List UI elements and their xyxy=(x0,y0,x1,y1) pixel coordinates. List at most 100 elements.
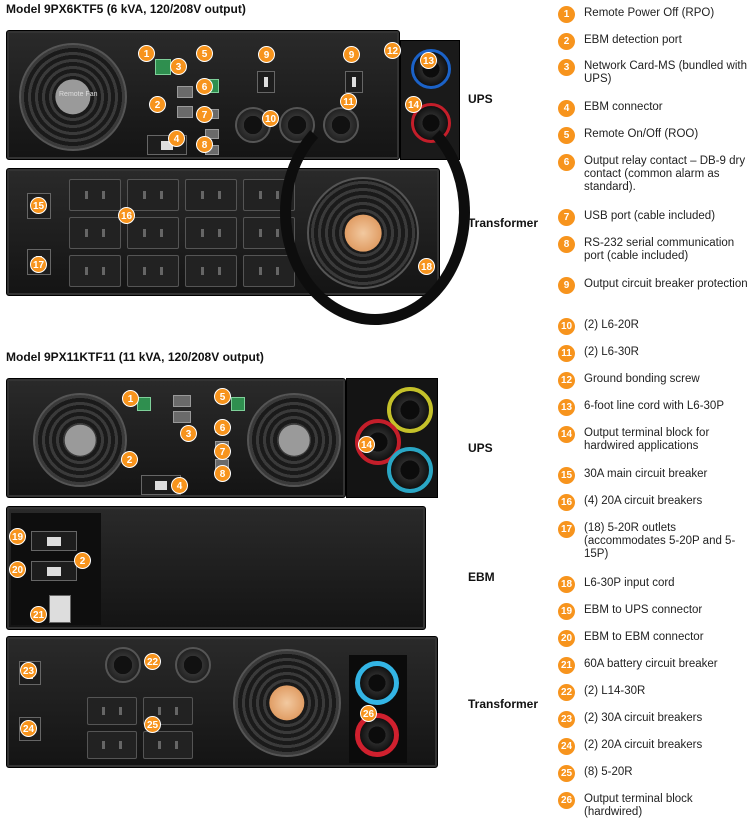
ebm-detection-port[interactable] xyxy=(177,106,193,118)
terminal-gland-blue xyxy=(355,661,399,705)
rpo-terminal[interactable] xyxy=(137,397,151,411)
outlet-5-20r[interactable] xyxy=(69,217,121,249)
legend-text: Ground bonding screw xyxy=(584,373,700,385)
outlet-5-20r[interactable] xyxy=(127,179,179,211)
photo-callout-badge: 26 xyxy=(360,705,377,722)
outlet-5-20r[interactable] xyxy=(243,255,295,287)
legend-text: 30A main circuit breaker xyxy=(584,468,708,480)
callout-number-badge: 10 xyxy=(558,318,575,335)
callout-number-badge: 18 xyxy=(558,576,575,593)
outlet-5-20r[interactable] xyxy=(185,255,237,287)
callout-number-badge: 4 xyxy=(558,100,575,117)
network-card-port[interactable] xyxy=(177,86,193,98)
label-ebm: EBM xyxy=(468,570,495,584)
callout-number-badge: 5 xyxy=(558,127,575,144)
callout-number-badge: 24 xyxy=(558,738,575,755)
network-card-port[interactable] xyxy=(173,395,191,407)
callout-number-badge: 20 xyxy=(558,630,575,647)
outlet-5-20r[interactable] xyxy=(143,731,193,759)
legend-text: EBM to UPS connector xyxy=(584,604,703,616)
legend-text: (8) 5-20R xyxy=(584,766,633,778)
ebm-to-ebm-connector[interactable] xyxy=(31,561,77,581)
ebm-unit xyxy=(6,506,426,630)
photo-callout-badge: 6 xyxy=(196,78,213,95)
photo-callout-badge: 7 xyxy=(196,106,213,123)
network-card-port[interactable] xyxy=(173,411,191,423)
photo-callout-badge: 15 xyxy=(30,197,47,214)
label-ups-top: UPS xyxy=(468,92,493,106)
photo-callout-badge: 11 xyxy=(340,93,357,110)
photo-callout-badge: 14 xyxy=(405,96,422,113)
l14-30r-receptacle[interactable] xyxy=(105,647,141,683)
photo-callout-badge: 2 xyxy=(149,96,166,113)
photo-callout-badge: 22 xyxy=(144,653,161,670)
legend-text: EBM connector xyxy=(584,101,663,113)
photo-callout-badge: 4 xyxy=(168,130,185,147)
legend-text: (18) 5-20R outlets (accommodates 5-20P a… xyxy=(584,522,736,560)
callout-number-badge: 22 xyxy=(558,684,575,701)
legend-text: Remote On/Off (ROO) xyxy=(584,128,699,140)
photo-callout-badge: 25 xyxy=(144,716,161,733)
cooling-fan-icon xyxy=(247,393,341,487)
photo-callout-badge: 9 xyxy=(343,46,360,63)
photo-callout-badge: 3 xyxy=(180,425,197,442)
roo-terminal[interactable] xyxy=(231,397,245,411)
callout-number-badge: 23 xyxy=(558,711,575,728)
label-ups-bottom: UPS xyxy=(468,441,493,455)
line-cord-loop xyxy=(280,100,470,325)
photo-callout-badge: 1 xyxy=(138,45,155,62)
outlet-5-20r[interactable] xyxy=(185,179,237,211)
photo-callout-badge: 8 xyxy=(214,465,231,482)
legend-text: 60A battery circuit breaker xyxy=(584,658,718,670)
callout-number-badge: 8 xyxy=(558,236,575,253)
outlet-5-20r[interactable] xyxy=(87,697,137,725)
legend-text: Output terminal block (hardwired) xyxy=(584,793,693,818)
callout-number-badge: 14 xyxy=(558,426,575,443)
outlet-5-20r[interactable] xyxy=(87,731,137,759)
callout-number-badge: 3 xyxy=(558,59,575,76)
photo-callout-badge: 5 xyxy=(214,388,231,405)
outlet-5-20r[interactable] xyxy=(185,217,237,249)
outlet-5-20r[interactable] xyxy=(127,217,179,249)
output-breaker-right[interactable] xyxy=(345,71,363,93)
callout-number-badge: 16 xyxy=(558,494,575,511)
output-breaker-left[interactable] xyxy=(257,71,275,93)
ebm-to-ups-connector[interactable] xyxy=(31,531,77,551)
outlet-5-20r[interactable] xyxy=(69,255,121,287)
legend-text: Network Card-MS (bundled with UPS) xyxy=(584,60,747,85)
model-title-6kva: Model 9PX6KTF5 (6 kVA, 120/208V output) xyxy=(6,2,246,16)
terminal-gland-red xyxy=(355,713,399,757)
callout-number-badge: 1 xyxy=(558,6,575,23)
legend-text: RS-232 serial communication port (cable … xyxy=(584,237,735,262)
l14-30r-receptacle[interactable] xyxy=(175,647,211,683)
legend-text: 6-foot line cord with L6-30P xyxy=(584,400,724,412)
photo-callout-badge: 5 xyxy=(196,45,213,62)
callout-number-badge: 6 xyxy=(558,154,575,171)
legend-text: (4) 20A circuit breakers xyxy=(584,495,703,507)
usb-port[interactable] xyxy=(205,129,219,139)
outlet-5-20r[interactable] xyxy=(127,255,179,287)
legend-text: EBM to EBM connector xyxy=(584,631,704,643)
output-terminal-box xyxy=(349,655,407,763)
photo-callout-badge: 2 xyxy=(121,451,138,468)
legend-text: (2) L14-30R xyxy=(584,685,646,697)
terminal-gland-red xyxy=(355,419,401,465)
photo-callout-badge: 18 xyxy=(418,258,435,275)
terminal-gland-cyan xyxy=(387,447,433,493)
photo-callout-badge: 21 xyxy=(30,606,47,623)
photo-callout-badge: 2 xyxy=(74,552,91,569)
model-title-11kva: Model 9PX11KTF11 (11 kVA, 120/208V outpu… xyxy=(6,350,264,364)
photo-callout-badge: 9 xyxy=(258,46,275,63)
callout-number-badge: 9 xyxy=(558,277,575,294)
legend-text: Output terminal block for hardwired appl… xyxy=(584,427,710,452)
cooling-fan-icon xyxy=(19,43,127,151)
callout-number-badge: 12 xyxy=(558,372,575,389)
legend-text: EBM detection port xyxy=(584,34,682,46)
callout-number-badge: 15 xyxy=(558,467,575,484)
battery-breaker-60a[interactable] xyxy=(49,595,71,623)
photo-callout-badge: 23 xyxy=(20,662,37,679)
legend-text: (2) L6-30R xyxy=(584,346,639,358)
rpo-terminal[interactable] xyxy=(155,59,171,75)
outlet-5-20r[interactable] xyxy=(69,179,121,211)
photo-callout-badge: 4 xyxy=(171,477,188,494)
